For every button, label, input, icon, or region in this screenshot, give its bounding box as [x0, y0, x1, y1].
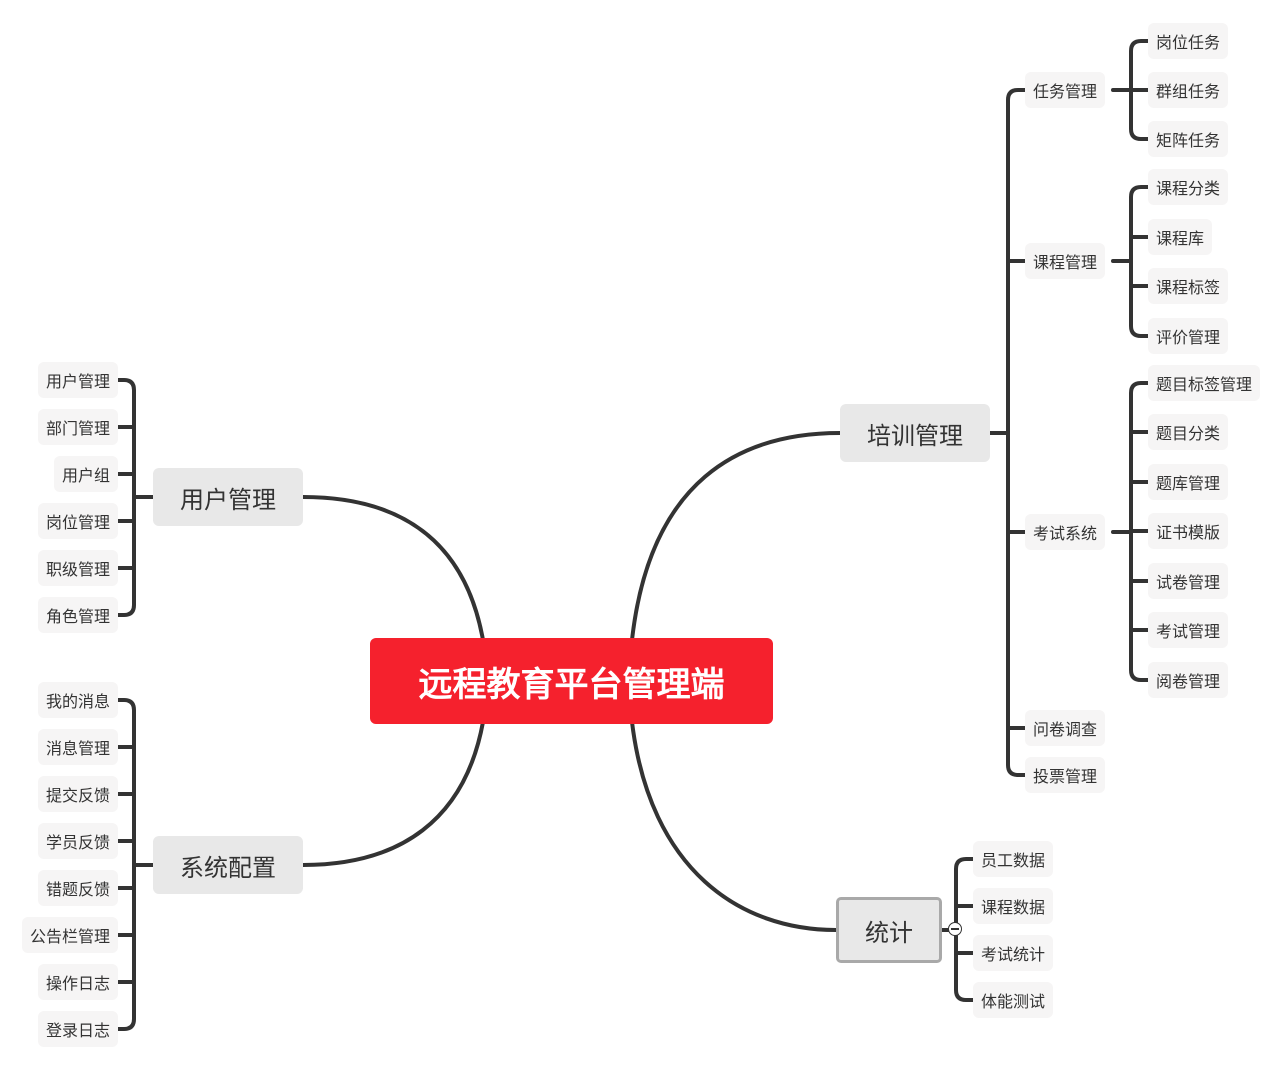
- stats-leaf[interactable]: 体能测试: [973, 982, 1054, 1018]
- stats-leaf[interactable]: 员工数据: [973, 841, 1054, 877]
- training-leaf[interactable]: 课程标签: [1148, 268, 1229, 304]
- training-leaf[interactable]: 评价管理: [1148, 318, 1229, 354]
- training-leaf[interactable]: 证书模版: [1148, 513, 1229, 549]
- users-leaf[interactable]: 岗位管理: [37, 503, 118, 539]
- users-leaf[interactable]: 职级管理: [37, 550, 118, 586]
- training-leaf[interactable]: 阅卷管理: [1148, 662, 1229, 698]
- system-leaf[interactable]: 登录日志: [37, 1011, 118, 1047]
- training-subtopic[interactable]: 投票管理: [1025, 757, 1106, 793]
- training-leaf[interactable]: 考试管理: [1148, 612, 1229, 648]
- system-leaf[interactable]: 公告栏管理: [21, 917, 118, 953]
- topic-users[interactable]: 用户管理: [153, 468, 303, 526]
- training-leaf[interactable]: 题目标签管理: [1148, 365, 1261, 401]
- topic-stats[interactable]: 统计: [836, 897, 942, 963]
- connector-line: [116, 378, 136, 617]
- system-leaf[interactable]: 消息管理: [37, 729, 118, 765]
- connector-line: [1006, 88, 1027, 777]
- curve-system: [301, 720, 485, 867]
- curve-training: [630, 431, 842, 642]
- collapse-toggle-icon[interactable]: [948, 922, 962, 936]
- training-subtopic[interactable]: 课程管理: [1025, 243, 1106, 279]
- topic-training[interactable]: 培训管理: [840, 404, 990, 462]
- training-subtopic[interactable]: 考试系统: [1025, 514, 1106, 550]
- training-leaf[interactable]: 岗位任务: [1148, 23, 1229, 59]
- connector-line: [116, 698, 136, 1031]
- topic-system[interactable]: 系统配置: [153, 836, 303, 894]
- users-leaf[interactable]: 用户组: [53, 456, 118, 492]
- training-leaf[interactable]: 群组任务: [1148, 72, 1229, 108]
- system-leaf[interactable]: 学员反馈: [37, 823, 118, 859]
- system-leaf[interactable]: 操作日志: [37, 964, 118, 1000]
- training-leaf[interactable]: 矩阵任务: [1148, 121, 1229, 157]
- users-leaf[interactable]: 角色管理: [37, 597, 118, 633]
- stats-leaf[interactable]: 课程数据: [973, 888, 1054, 924]
- training-leaf[interactable]: 试卷管理: [1148, 563, 1229, 599]
- training-subtopic[interactable]: 任务管理: [1025, 72, 1106, 108]
- stats-leaf[interactable]: 考试统计: [973, 935, 1054, 971]
- users-leaf[interactable]: 部门管理: [37, 409, 118, 445]
- system-leaf[interactable]: 提交反馈: [37, 776, 118, 812]
- system-leaf[interactable]: 错题反馈: [37, 870, 118, 906]
- users-leaf[interactable]: 用户管理: [37, 362, 118, 398]
- connector-line: [1129, 185, 1150, 338]
- curve-stats: [630, 720, 838, 932]
- training-leaf[interactable]: 课程库: [1148, 219, 1213, 255]
- system-leaf[interactable]: 我的消息: [37, 682, 118, 718]
- training-leaf[interactable]: 题库管理: [1148, 464, 1229, 500]
- root-topic[interactable]: 远程教育平台管理端: [370, 638, 773, 724]
- training-subtopic[interactable]: 问卷调查: [1025, 710, 1106, 746]
- training-leaf[interactable]: 课程分类: [1148, 169, 1229, 205]
- curve-users: [301, 495, 485, 642]
- training-leaf[interactable]: 题目分类: [1148, 414, 1229, 450]
